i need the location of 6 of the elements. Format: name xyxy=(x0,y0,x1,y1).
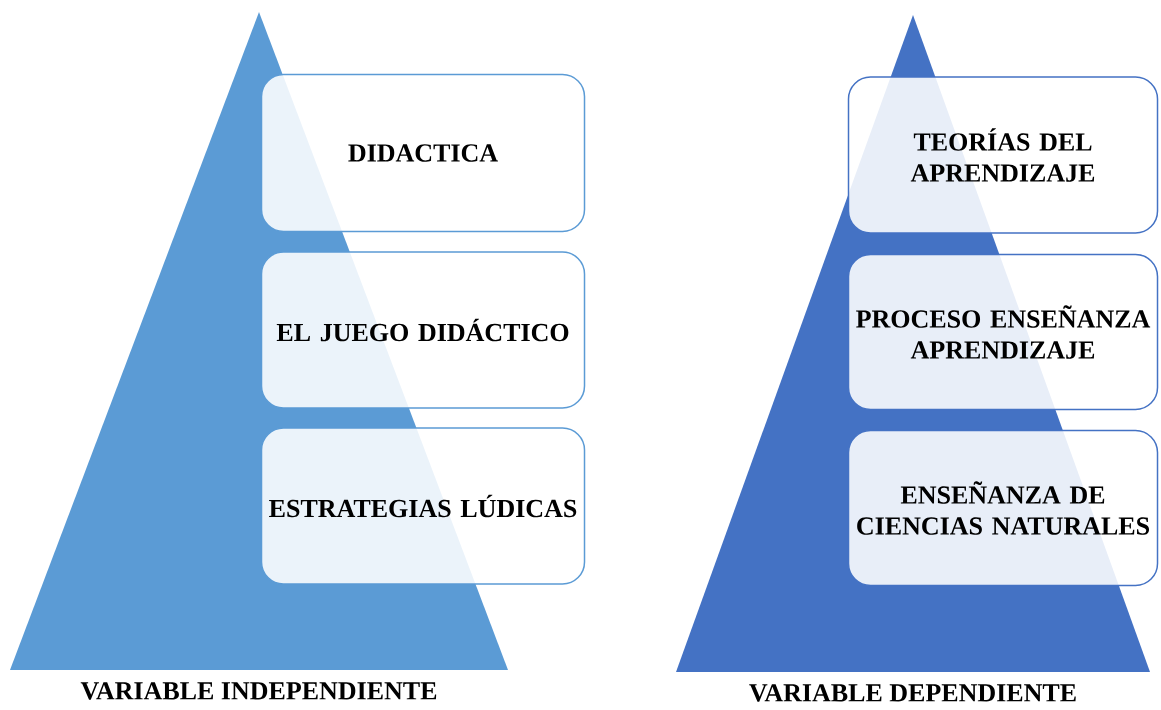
triangle-caption: VARIABLE DEPENDIENTE xyxy=(749,684,1076,702)
text-box: TEORÍAS DEL APRENDIZAJE xyxy=(847,76,1159,234)
text-box: DIDACTICA xyxy=(260,73,586,233)
text-box: ESTRATEGIAS LÚDICAS xyxy=(260,427,586,585)
text-box: EL JUEGO DIDÁCTICO xyxy=(260,251,586,409)
triangle-caption: VARIABLE INDEPENDIENTE xyxy=(80,682,437,700)
